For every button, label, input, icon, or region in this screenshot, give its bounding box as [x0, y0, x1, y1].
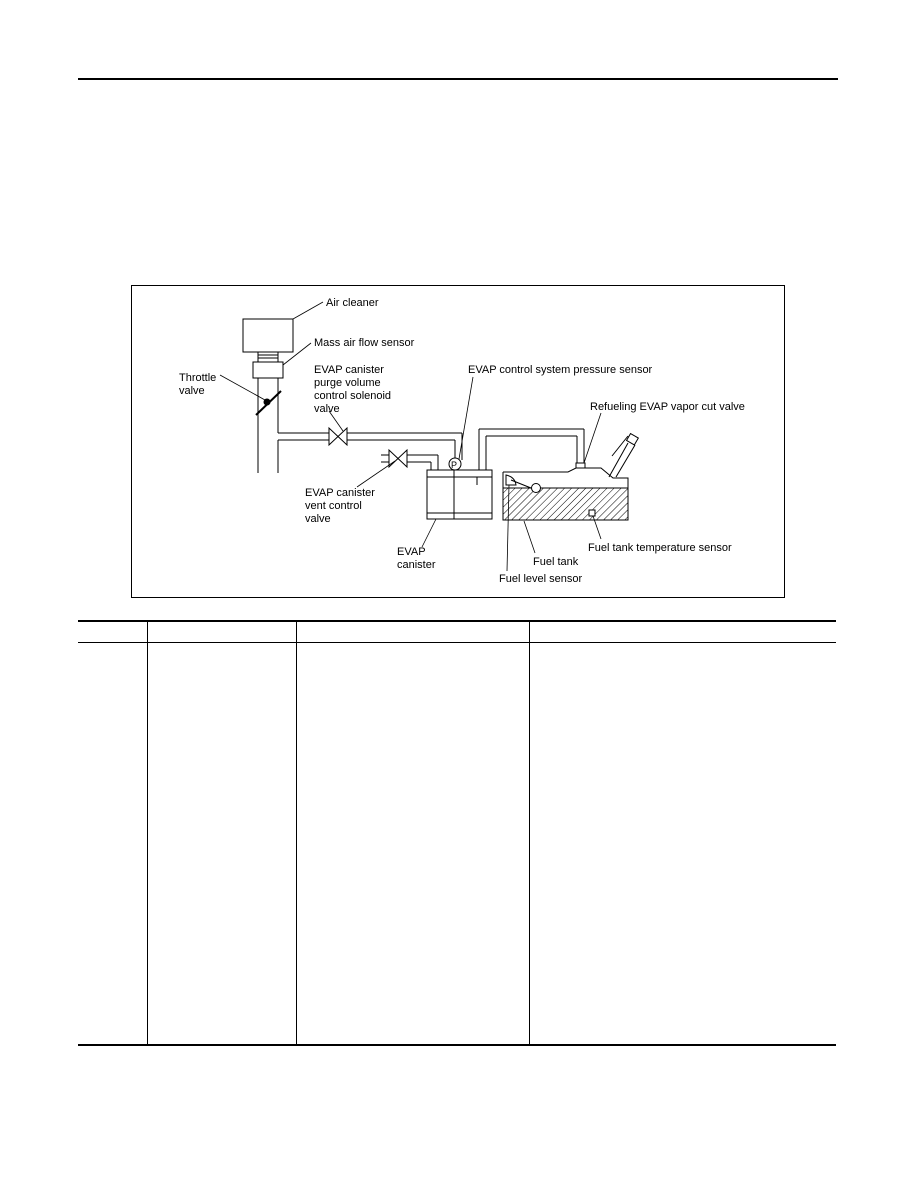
maf-sensor-label: Mass air flow sensor [314, 337, 415, 349]
vent-label-2: vent control [305, 500, 362, 512]
air-cleaner-box [242, 318, 294, 353]
fuel-temp-sensor-label: Fuel tank temperature sensor [588, 542, 732, 554]
throttle-pivot [263, 398, 271, 406]
refuel-valve-label: Refueling EVAP vapor cut valve [590, 401, 745, 413]
canister-label-2: canister [397, 559, 436, 571]
fuel-temp-sensor [588, 509, 596, 517]
table-header-rule [78, 642, 836, 643]
evap-canister [426, 469, 493, 520]
maf-sensor-box [252, 361, 284, 379]
fuel-level-float [531, 483, 541, 493]
fuel-tank-label: Fuel tank [533, 556, 579, 568]
throttle-label-1: Throttle [179, 372, 216, 384]
table-column-divider [296, 620, 297, 1046]
air-cleaner-label: Air cleaner [326, 297, 379, 309]
purge-valve-symbol [328, 426, 348, 447]
fuel-level-sensor-label: Fuel level sensor [499, 573, 582, 585]
header-rule [78, 78, 838, 80]
pressure-sensor-p: P [451, 460, 457, 470]
vent-label-1: EVAP canister [305, 487, 375, 499]
purge-label-2: purge volume [314, 377, 381, 389]
vent-valve-symbol [388, 448, 408, 469]
vent-label-3: valve [305, 513, 331, 525]
fuel-filler-cap [625, 432, 640, 446]
purge-label-3: control solenoid [314, 390, 391, 402]
fuel-level [502, 487, 629, 521]
evap-system-diagram: Air cleaner Mass air flow sensor Throttl… [131, 285, 785, 598]
data-table [78, 620, 836, 1046]
purge-label-4: valve [314, 403, 340, 415]
table-top-rule [78, 620, 836, 622]
pressure-sensor-label: EVAP control system pressure sensor [468, 364, 653, 376]
throttle-label-2: valve [179, 385, 205, 397]
diagram-frame [131, 285, 785, 598]
table-column-divider [147, 620, 148, 1046]
table-column-divider [529, 620, 530, 1046]
purge-label-1: EVAP canister [314, 364, 384, 376]
table-bottom-rule [78, 1044, 836, 1046]
canister-label-1: EVAP [397, 546, 426, 558]
